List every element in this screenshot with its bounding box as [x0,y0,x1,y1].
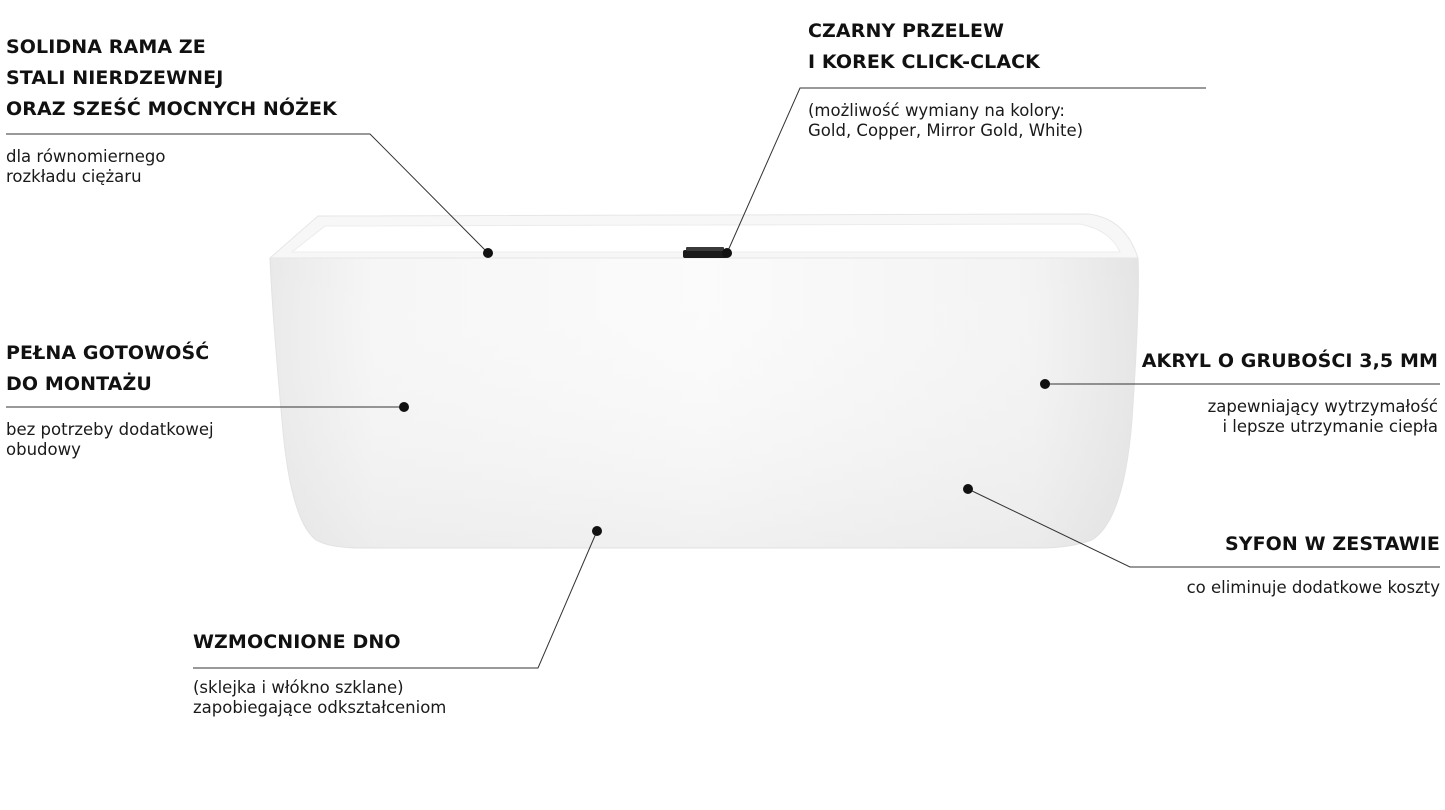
leader-line-frame [6,133,489,254]
callout-frame-title-line: STALI NIERDZEWNEJ [6,67,224,89]
callout-acrylic-desc-line: zapewniający wytrzymałość [1207,397,1438,416]
callout-bottom-title: WZMOCNIONE DNO [193,627,401,658]
callout-overflow-title: CZARNY PRZELEW I KOREK CLICK-CLACK [808,16,1040,78]
leader-line-bottom [193,530,598,669]
tub-inner [290,223,1121,253]
callout-frame-desc: dla równomiernego rozkładu ciężaru [6,147,165,187]
callout-overflow-desc: (możliwość wymiany na kolory: Gold, Copp… [808,101,1083,141]
callout-ready: PEŁNA GOTOWOŚĆ DO MONTAŻU [6,338,209,400]
callout-bottom-desc-line: (sklejka i włókno szklane) [193,678,404,697]
dot-ready [399,402,409,412]
callout-acrylic-desc: zapewniający wytrzymałość i lepsze utrzy… [1208,397,1438,437]
overflow-drain [683,250,727,258]
callout-acrylic: AKRYL O GRUBOŚCI 3,5 MM [1142,346,1438,377]
callout-frame-desc-line: dla równomiernego [6,147,166,166]
callout-bottom: WZMOCNIONE DNO [193,627,401,658]
callout-frame-title-line: ORAZ SZEŚĆ MOCNYCH NÓŻEK [6,98,337,120]
callout-ready-title-line: PEŁNA GOTOWOŚĆ [6,342,210,364]
dot-frame [483,248,493,258]
callout-siphon: SYFON W ZESTAWIE [1225,529,1440,560]
callout-bottom-desc-line: zapobiegające odkształceniom [193,698,447,717]
callout-bottom-title-line: WZMOCNIONE DNO [193,631,401,653]
callout-ready-desc-line: bez potrzeby dodatkowej [6,420,214,439]
callout-siphon-desc-line: co eliminuje dodatkowe koszty [1186,578,1440,597]
callout-ready-desc: bez potrzeby dodatkowej obudowy [6,420,214,460]
dot-acrylic [1040,379,1050,389]
callout-acrylic-title-line: AKRYL O GRUBOŚCI 3,5 MM [1141,350,1438,372]
callout-overflow-title-line: I KOREK CLICK-CLACK [808,51,1040,73]
leader-line-overflow [726,87,1206,254]
dot-overflow [722,248,732,258]
callout-siphon-desc: co eliminuje dodatkowe koszty [1187,578,1440,598]
dot-bottom [592,526,602,536]
callout-overflow-desc-line: (możliwość wymiany na kolory: [808,101,1065,120]
tub-body-shade [270,258,1139,548]
callout-frame: SOLIDNA RAMA ZE STALI NIERDZEWNEJ ORAZ S… [6,32,337,125]
callout-siphon-title: SYFON W ZESTAWIE [1225,529,1440,560]
callout-frame-desc-line: rozkładu ciężaru [6,167,142,186]
callout-frame-title: SOLIDNA RAMA ZE STALI NIERDZEWNEJ ORAZ S… [6,32,337,125]
callout-ready-desc-line: obudowy [6,440,81,459]
callout-frame-title-line: SOLIDNA RAMA ZE [6,36,206,58]
callout-siphon-title-line: SYFON W ZESTAWIE [1224,533,1440,555]
callout-acrylic-desc-line: i lepsze utrzymanie ciepła [1222,417,1438,436]
callout-ready-title-line: DO MONTAŻU [6,373,152,395]
callout-bottom-desc: (sklejka i włókno szklane) zapobiegające… [193,678,446,718]
callout-ready-title: PEŁNA GOTOWOŚĆ DO MONTAŻU [6,338,209,400]
dot-siphon [963,484,973,494]
callout-overflow-desc-line: Gold, Copper, Mirror Gold, White) [808,121,1084,140]
callout-overflow: CZARNY PRZELEW I KOREK CLICK-CLACK [808,16,1040,78]
callout-acrylic-title: AKRYL O GRUBOŚCI 3,5 MM [1142,346,1438,377]
leader-line-siphon [967,488,1440,568]
callout-overflow-title-line: CZARNY PRZELEW [808,20,1005,42]
